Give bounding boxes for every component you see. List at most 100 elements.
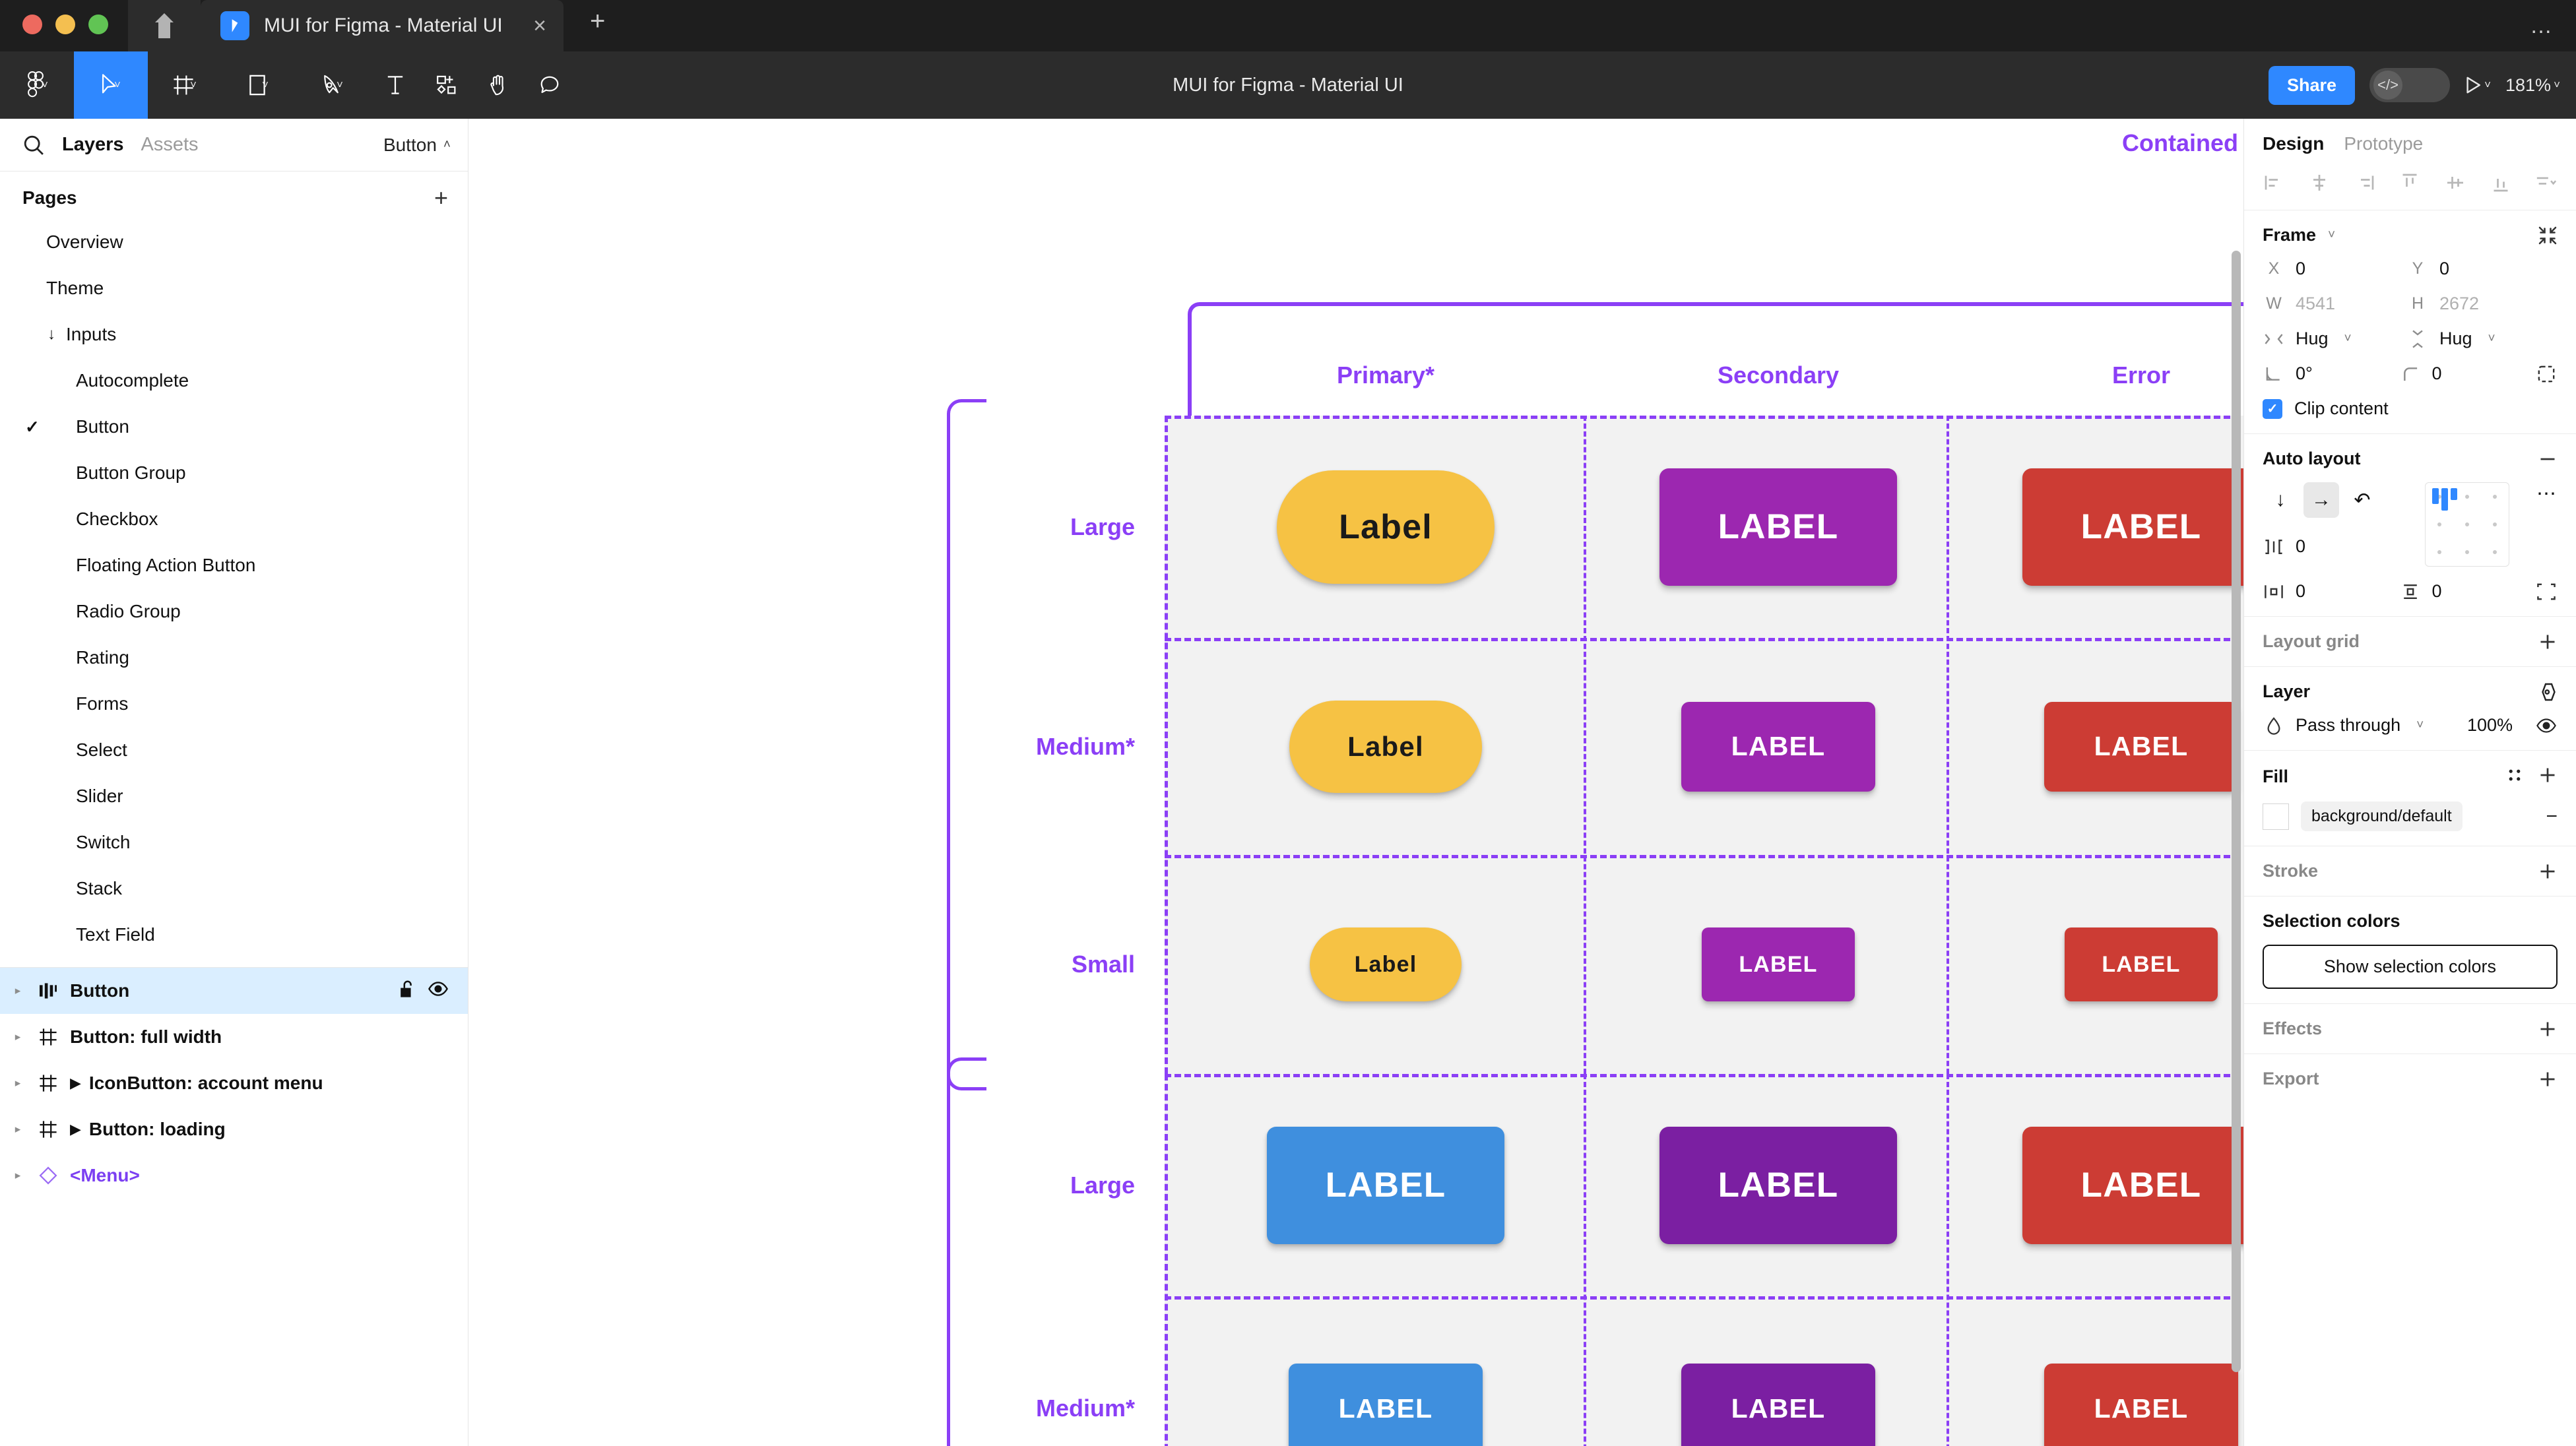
minimize-window-button[interactable] [55,15,75,34]
add-export-button[interactable] [2538,1069,2558,1089]
canvas-button[interactable]: LABEL [2044,1364,2238,1446]
disclosure-triangle-icon[interactable]: ▸ [15,1030,21,1043]
canvas-button[interactable]: LABEL [2022,468,2243,586]
height-field[interactable]: H 2672 [2406,294,2550,314]
clip-content-row[interactable]: ✓ Clip content [2263,398,2558,419]
zoom-control[interactable]: 181% ˅ [2505,75,2560,96]
page-item-switch[interactable]: Switch [0,819,468,865]
remove-fill-button[interactable]: − [2546,805,2558,827]
expand-triangle-icon[interactable]: ▶ [70,1075,81,1091]
pen-tool-button[interactable]: ˅ [296,51,370,119]
page-item-checkbox[interactable]: Checkbox [0,496,468,542]
unlock-icon[interactable] [399,980,415,1003]
page-item-stack[interactable]: Stack [0,865,468,912]
page-item-button[interactable]: ✓Button [0,404,468,450]
canvas-button[interactable]: LABEL [1702,927,1855,1001]
add-stroke-button[interactable] [2538,862,2558,881]
page-item-select[interactable]: Select [0,727,468,773]
layer-row[interactable]: ▸<Menu> [0,1152,468,1199]
frame-resize-icon[interactable] [2538,226,2558,245]
dev-mode-toggle[interactable]: </> [2369,68,2451,102]
blend-mode-value[interactable]: Pass through [2296,715,2401,735]
close-tab-icon[interactable]: × [533,13,546,38]
design-canvas[interactable]: Contained Primary*SecondaryErrorWarningL… [468,119,2243,1446]
canvas-vertical-scrollbar[interactable] [2232,251,2241,1372]
layer-opacity-value[interactable]: 100% [2466,715,2513,735]
page-item-rating[interactable]: Rating [0,635,468,681]
tab-design[interactable]: Design [2263,133,2325,154]
move-tool-button[interactable]: ˅ [74,51,148,119]
rotation-field[interactable]: 0° [2263,363,2399,384]
canvas-button[interactable]: LABEL [1267,1126,1504,1244]
disclosure-triangle-icon[interactable]: ▸ [15,1169,21,1181]
distribute-menu-icon[interactable] [2534,170,2559,195]
chevron-down-icon[interactable]: ˅ [2328,228,2336,242]
frame-tool-button[interactable]: ˅ [148,51,222,119]
fill-styles-icon[interactable] [2506,767,2523,787]
corner-radius-field[interactable]: 0 [2399,363,2536,384]
remove-auto-layout-button[interactable] [2538,449,2558,469]
canvas-button[interactable]: LABEL [1681,1364,1875,1446]
page-item-overview[interactable]: Overview [0,219,468,265]
align-left-icon[interactable] [2261,170,2286,195]
align-horizontal-center-icon[interactable] [2307,170,2332,195]
align-top-icon[interactable] [2397,170,2422,195]
disclosure-triangle-icon[interactable]: ▸ [15,984,21,997]
page-item-text-field[interactable]: Text Field [0,912,468,958]
home-button[interactable] [128,0,201,51]
canvas-button[interactable]: LABEL [2022,1126,2243,1244]
page-item-inputs[interactable]: ↓Inputs [0,311,468,358]
layer-visibility-icon[interactable] [2535,718,2558,734]
gap-field[interactable]: 0 [2263,536,2406,557]
canvas-button[interactable]: LABEL [1681,701,1875,792]
canvas-button[interactable]: LABEL [2044,701,2238,792]
shape-tool-button[interactable]: ˅ [222,51,296,119]
show-selection-colors-button[interactable]: Show selection colors [2263,945,2558,989]
page-item-forms[interactable]: Forms [0,681,468,727]
tab-prototype[interactable]: Prototype [2344,133,2424,154]
fill-style-name[interactable]: background/default [2301,802,2463,831]
add-page-button[interactable]: + [434,184,448,211]
auto-layout-alignment-pad[interactable] [2425,482,2509,567]
direction-vertical-button[interactable]: ↓ [2275,489,2286,511]
fill-color-swatch[interactable] [2263,803,2289,830]
page-item-button-group[interactable]: Button Group [0,450,468,496]
resources-tool-button[interactable] [421,51,472,119]
direction-horizontal-button[interactable]: → [2303,482,2339,518]
page-item-slider[interactable]: Slider [0,773,468,819]
layer-settings-icon[interactable] [2538,682,2558,702]
auto-layout-more-options-icon[interactable]: ⋯ [2536,483,2558,505]
layer-row[interactable]: ▸Button: full width [0,1014,468,1060]
text-tool-button[interactable] [370,51,421,119]
disclosure-triangle-icon[interactable]: ▸ [15,1123,21,1135]
clip-content-checkbox[interactable]: ✓ [2263,398,2282,419]
canvas-button[interactable]: LABEL [1289,1364,1483,1446]
tab-layers[interactable]: Layers [62,134,124,155]
vertical-padding-field[interactable]: 0 [2399,581,2536,602]
horizontal-padding-field[interactable]: 0 [2263,581,2399,602]
page-selector[interactable]: Button ˄ [383,135,451,156]
y-field[interactable]: Y 0 [2406,259,2550,279]
x-field[interactable]: X 0 [2263,259,2406,279]
maximize-window-button[interactable] [88,15,108,34]
page-item-floating-action-button[interactable]: Floating Action Button [0,542,468,588]
vertical-resizing-field[interactable]: Hug ˅ [2406,329,2550,349]
canvas-button[interactable]: Label [1277,470,1495,584]
expand-triangle-icon[interactable]: ▶ [70,1121,81,1137]
align-bottom-icon[interactable] [2488,170,2513,195]
present-button[interactable]: ˅ [2464,76,2491,94]
canvas-button[interactable]: Label [1289,700,1482,793]
layer-row[interactable]: ▸▶IconButton: account menu [0,1060,468,1106]
disclosure-triangle-icon[interactable]: ▸ [15,1077,21,1089]
canvas-button[interactable]: LABEL [1659,1126,1897,1244]
layer-row[interactable]: ▸Button [0,968,468,1014]
window-menu-icon[interactable]: … [2530,13,2554,38]
share-button[interactable]: Share [2269,65,2356,105]
add-fill-button[interactable] [2538,765,2558,788]
horizontal-resizing-field[interactable]: Hug ˅ [2263,329,2406,349]
width-field[interactable]: W 4541 [2263,294,2406,314]
comment-tool-button[interactable] [524,51,575,119]
independent-corners-icon[interactable] [2535,365,2558,383]
search-icon[interactable] [22,134,45,156]
new-tab-button[interactable]: + [590,7,606,36]
